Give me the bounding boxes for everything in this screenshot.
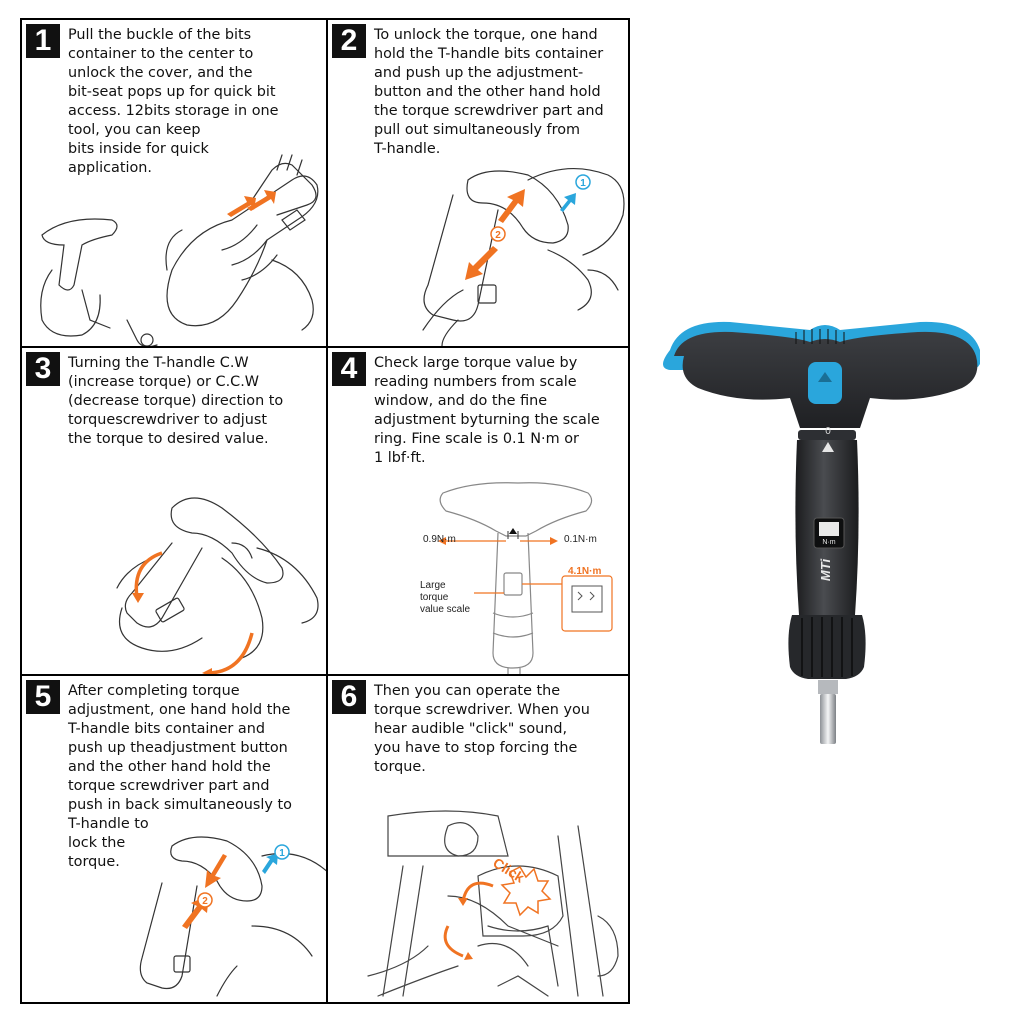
lock-torque-illustration: 2 1 [139,836,326,997]
operate-torque-illustration [367,810,619,997]
bit-container-illustration [40,154,319,346]
scale-zero: 0 [825,426,831,437]
step-description: Check large torque value by reading numb… [374,355,600,466]
step-panel-6: 6 Then you can operate the torque screwd… [328,676,628,1002]
step-description: Pull the buckle of the bits container to… [68,27,279,176]
unlock-torque-illustration: 2 1 [422,168,625,346]
turn-handle-illustration [116,497,319,674]
step-number: 1 [26,24,60,58]
reading-label: 4.1N·m [568,566,602,577]
step-two-marker: 2 [495,230,501,241]
step-panel-2: 2 To unlock the torque, one hand hold th… [328,20,628,348]
torque-screwdriver-product: 0 N·m MTi [663,321,980,744]
instruction-grid: 1 Pull the buckle of the bits container … [20,18,630,1004]
step-panel-4: 4 Check large torque value by reading nu… [328,348,628,676]
step-panel-5: 5 After completing torque adjustment, on… [22,676,328,1002]
large-scale-label: Large torque value scale [420,580,471,615]
step-number: 3 [26,352,60,386]
step-panel-3: 3 Turning the T-handle C.W (increase tor… [22,348,328,676]
step-one-marker: 1 [580,178,586,189]
torque-scale-diagram [438,482,613,674]
step-number: 2 [332,24,366,58]
step-description: After completing torque adjustment, one … [68,683,292,870]
step-panel-1: 1 Pull the buckle of the bits container … [22,20,328,348]
step-one-marker: 1 [279,848,285,859]
step-description: Turning the T-handle C.W (increase torqu… [68,355,284,447]
right-value-label: 0.1N·m [564,534,597,545]
step-description: Then you can operate the torque screwdri… [374,683,590,775]
step-two-marker: 2 [202,896,208,907]
step-number: 4 [332,352,366,386]
step-number: 6 [332,680,366,714]
brand-logo: MTi [818,559,833,582]
step-number: 5 [26,680,60,714]
scale-unit: N·m [822,539,835,546]
step-description: To unlock the torque, one hand hold the … [374,27,604,157]
left-value-label: 0.9N·m [423,534,456,545]
